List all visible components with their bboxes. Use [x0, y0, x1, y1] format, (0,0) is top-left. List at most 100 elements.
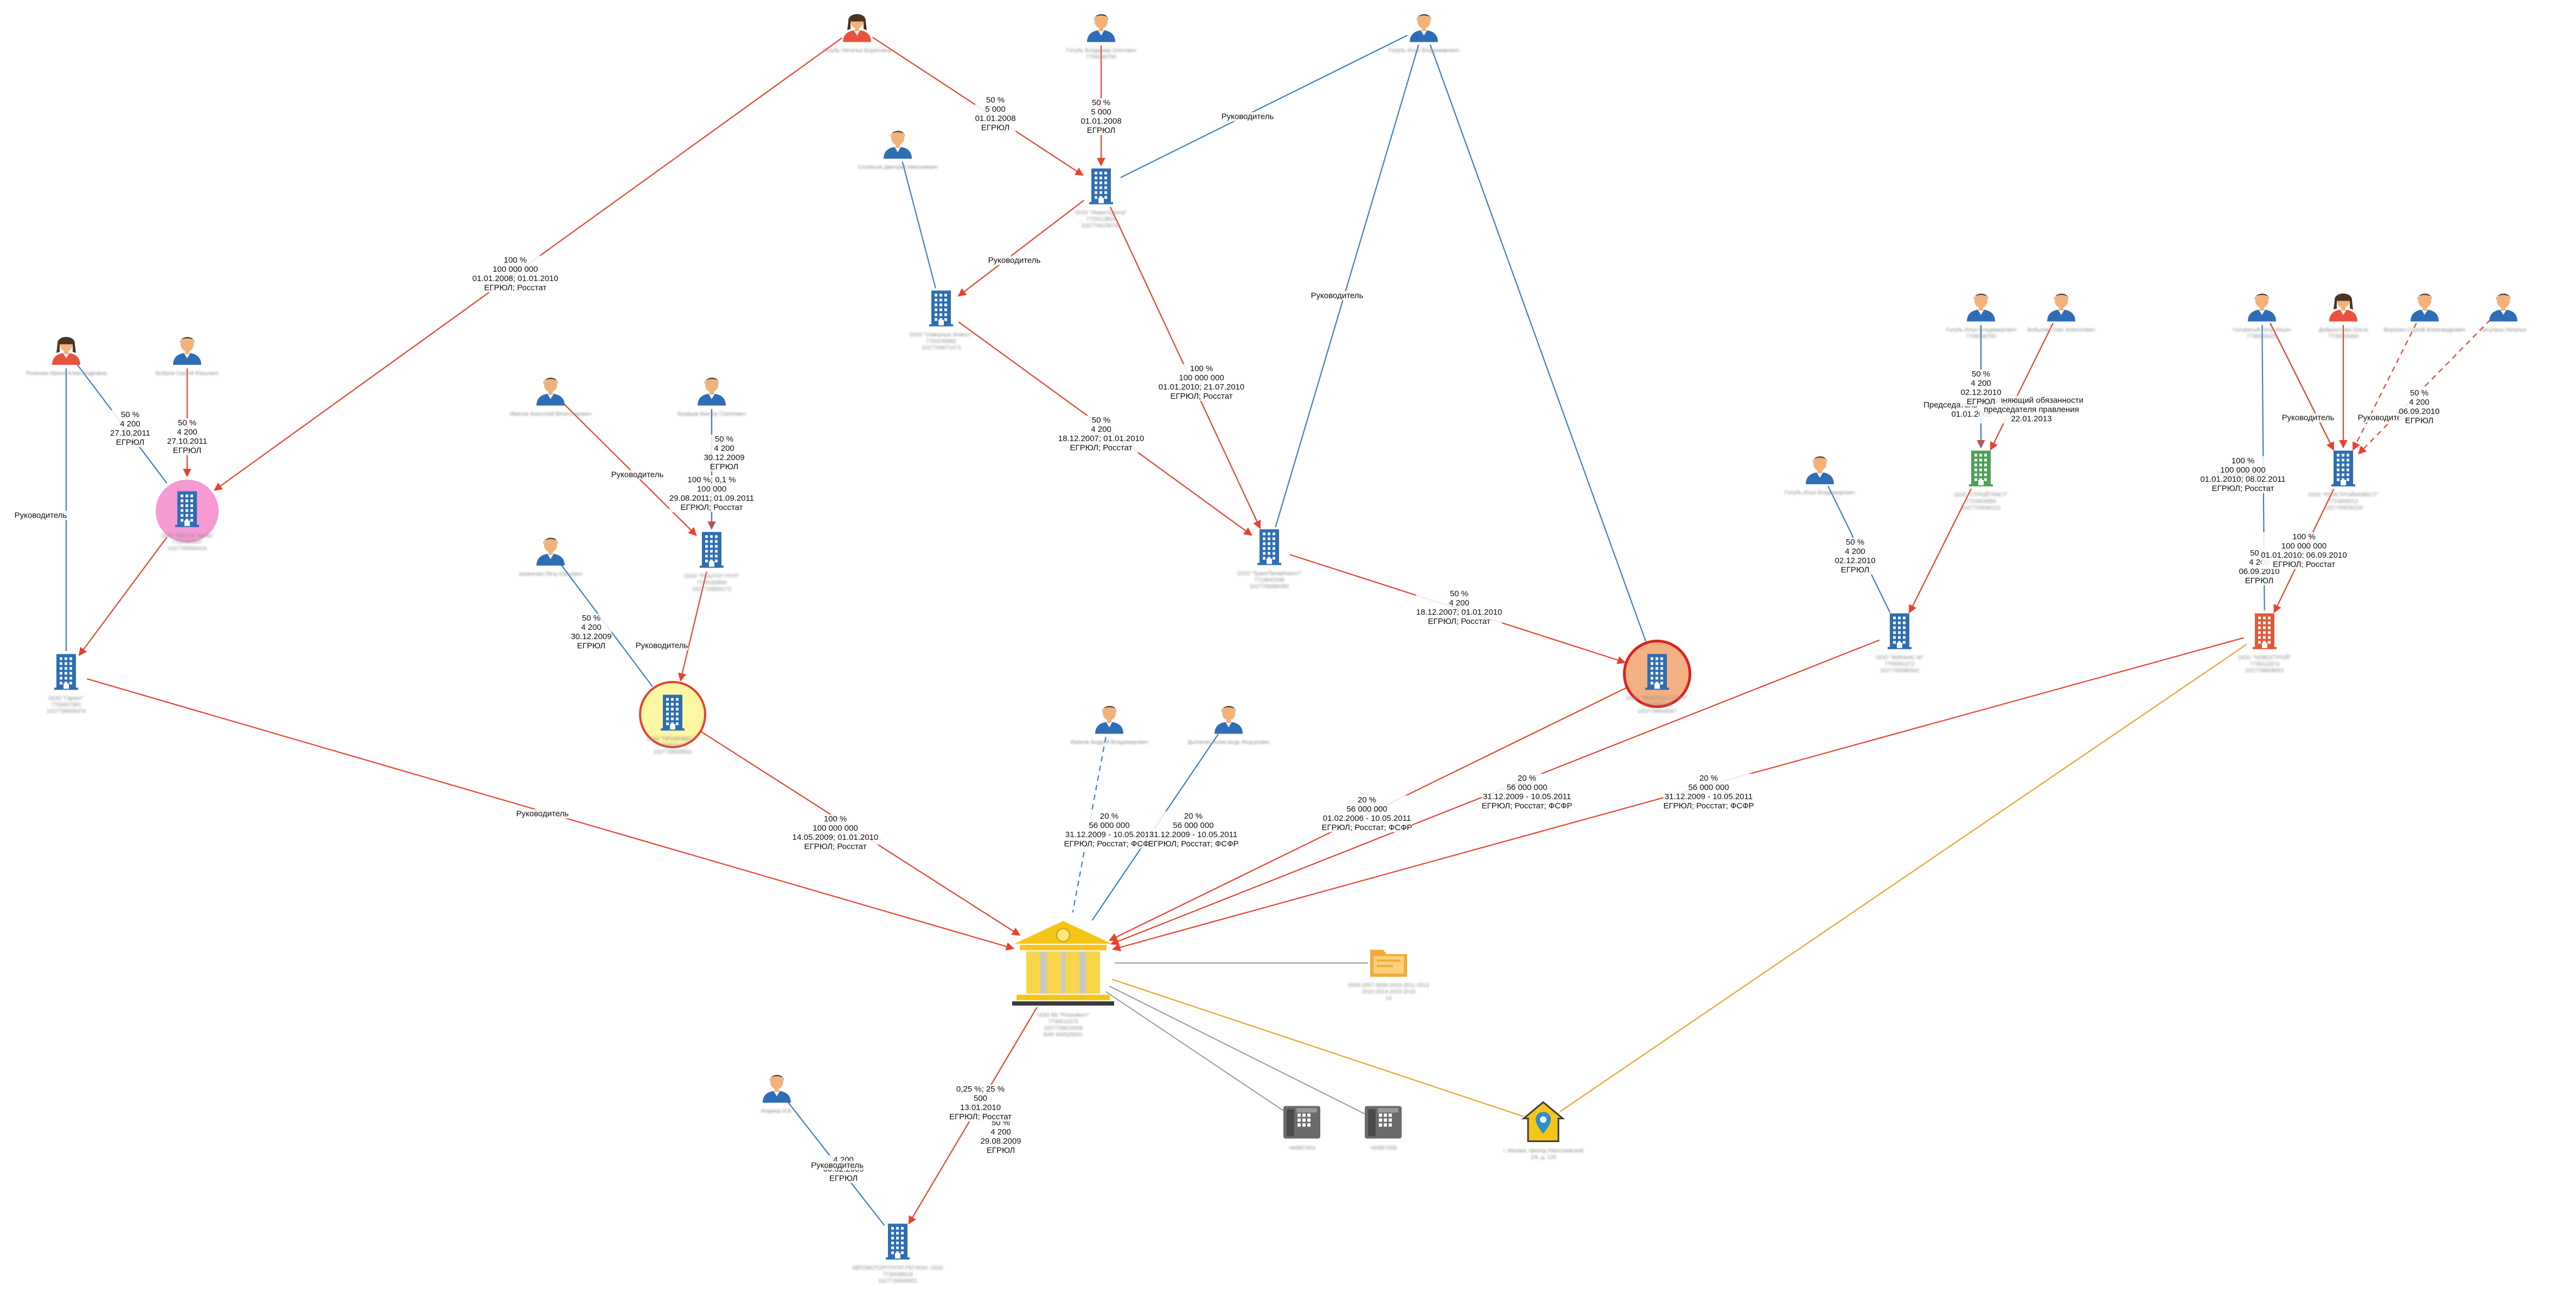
edge-label-line: ЕГРЮЛ; Росстат	[949, 1112, 1012, 1121]
node-caption-line: ООО "Восток-Трейд"	[161, 533, 214, 539]
edge-c_invest-c_sever[interactable]	[957, 200, 1084, 297]
edge-p_m_mid1-c_realty[interactable]	[563, 403, 697, 536]
company-building-icon[interactable]	[885, 1222, 911, 1264]
edge-bank-address[interactable]	[1111, 978, 1524, 1118]
edge-label-line: ЕГРЮЛ	[986, 1146, 1015, 1155]
edge-label-line: 50 %	[1971, 369, 1991, 379]
edge-c_pink-c_left[interactable]	[78, 537, 168, 656]
node-caption: Голубь Илья Владимирович	[1389, 48, 1459, 54]
edge-p_m_topr-c_orange[interactable]	[1429, 44, 1646, 642]
person-female-icon[interactable]	[2326, 288, 2361, 326]
edge-p_m_r3-c_right[interactable]	[2352, 322, 2417, 451]
person-male-icon[interactable]	[759, 1069, 794, 1107]
edge-label-line: 22.01.2013	[2011, 414, 2052, 424]
node-caption: Бобылев Олег Алексеевич	[2028, 327, 2095, 334]
edge-p_m_topr-c_invest[interactable]	[1120, 35, 1408, 178]
company-building-icon[interactable]	[174, 489, 200, 531]
edge-label-line: Руководитель	[811, 1161, 864, 1170]
node-caption-line: ООО КБ "Росинвест"	[1037, 1012, 1090, 1018]
node-caption: Кравцов Виктор Сергеевич	[677, 411, 746, 418]
company-building-icon[interactable]	[2252, 611, 2278, 653]
edge-label-line: 4 200	[1449, 598, 1469, 608]
phone-icon[interactable]	[1363, 1103, 1404, 1144]
address-pin-icon[interactable]	[1521, 1100, 1565, 1146]
person-female-icon[interactable]	[840, 9, 874, 46]
person-male-icon[interactable]	[1802, 451, 1837, 488]
edge-label-line: 14.05.2009; 01.01.2010	[792, 833, 879, 842]
bank-icon[interactable]	[1009, 916, 1117, 1011]
node-caption-line: 7724804956	[1966, 499, 1996, 505]
company-building-icon[interactable]	[1088, 167, 1114, 208]
edge-p_m_topr-c_trans[interactable]	[1275, 44, 1420, 527]
edge-label: Руководитель	[516, 809, 569, 819]
person-male-icon[interactable]	[2407, 288, 2442, 326]
edge-bank-phone1[interactable]	[1105, 991, 1285, 1112]
node-caption-line: 1027700071473	[921, 345, 961, 351]
company-building-icon[interactable]	[1256, 527, 1282, 569]
edge-label-line: 100 %	[503, 256, 527, 265]
edge-p_m_r1-c_right[interactable]	[2270, 322, 2335, 451]
company-building-icon[interactable]	[1644, 652, 1670, 694]
node-caption-line: Агарков И.В.	[760, 1108, 793, 1114]
edge-label-line: Руководитель	[14, 511, 67, 520]
company-building-icon[interactable]	[53, 652, 79, 694]
person-male-icon[interactable]	[1092, 700, 1127, 738]
edge-label-line: 01.01.2010; 21.07.2010	[1158, 382, 1245, 392]
edge-label-line: 02.12.2010	[1960, 388, 2002, 397]
edge-label: Руководитель	[2281, 413, 2335, 423]
edge-label-line: 20 %	[1184, 812, 1203, 821]
edge-c_realty-c_yellow[interactable]	[678, 571, 707, 682]
edge-c_green-c_finance[interactable]	[1908, 488, 1972, 614]
person-male-icon[interactable]	[170, 331, 204, 369]
company-building-icon[interactable]	[2330, 449, 2356, 490]
person-male-icon[interactable]	[880, 125, 915, 163]
person-male-icon[interactable]	[2044, 288, 2079, 326]
edge-label-line: 4 200	[120, 419, 140, 429]
edge-c_red-address[interactable]	[1559, 643, 2247, 1112]
edge-label-line: 4 200	[1845, 547, 1865, 556]
person-male-icon[interactable]	[1084, 9, 1118, 46]
node-caption-line: 7735503420	[2247, 334, 2277, 340]
person-male-icon[interactable]	[1211, 700, 1246, 738]
company-building-icon[interactable]	[1887, 611, 1913, 653]
document-folder-icon[interactable]	[1369, 946, 1408, 981]
node-caption-line: 7724805012	[2328, 499, 2358, 505]
edge-p_m_r4-c_right[interactable]	[2357, 319, 2491, 455]
node-caption-line: БИК 044525001	[1043, 1032, 1083, 1038]
edge-p_m_g2-c_green[interactable]	[1990, 323, 2054, 451]
person-female-icon[interactable]	[49, 331, 84, 369]
node-caption: +84957654	[1288, 1145, 1315, 1152]
company-building-icon[interactable]	[928, 289, 954, 330]
person-male-icon[interactable]	[533, 372, 568, 410]
edge-label-line: 100 000 000	[2281, 541, 2327, 551]
edge-label-line: 100 %	[1190, 364, 1213, 373]
edge-label-line: 5 000	[985, 105, 1006, 114]
edge-label-line: 4 200	[990, 1127, 1011, 1137]
node-caption-line: 7702480847	[172, 539, 202, 545]
person-male-icon[interactable]	[533, 532, 568, 570]
edge-label-line: Руководитель	[2281, 413, 2335, 423]
company-building-icon[interactable]	[660, 693, 686, 735]
person-male-icon[interactable]	[694, 372, 729, 410]
company-building-icon[interactable]	[1968, 449, 1994, 490]
person-male-icon[interactable]	[1407, 9, 1441, 46]
edge-p_m_dir1-c_sever[interactable]	[902, 161, 936, 289]
person-male-icon[interactable]	[2486, 288, 2521, 326]
phone-icon[interactable]	[1281, 1103, 1322, 1144]
person-male-icon[interactable]	[1964, 288, 1998, 326]
node-caption-line: 1027700036234	[2323, 505, 2363, 511]
edge-bank-phone2[interactable]	[1109, 985, 1365, 1114]
company-building-icon[interactable]	[699, 530, 725, 572]
person-male-icon[interactable]	[2245, 288, 2279, 326]
edge-label-line: 30.12.2009	[571, 632, 612, 641]
